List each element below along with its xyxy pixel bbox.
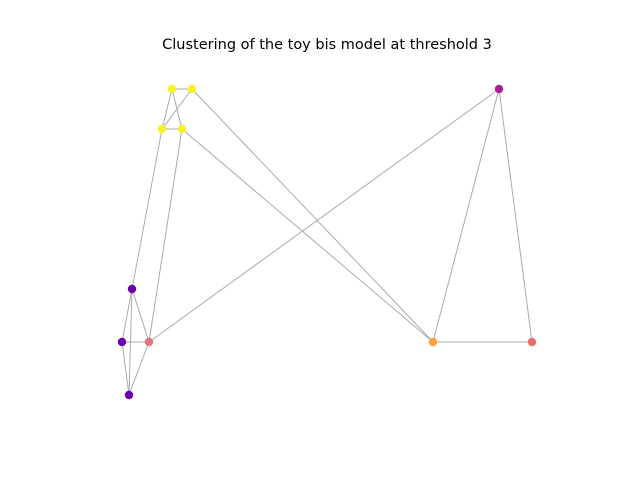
- graph-node-s1: [144, 337, 154, 347]
- graph-node-y2: [187, 84, 197, 94]
- graph-edge-p1-s1: [131, 288, 150, 343]
- graph-edge-y1-y3: [161, 88, 173, 130]
- graph-node-o1: [428, 337, 438, 347]
- graph-edge-y3-p1: [131, 128, 163, 290]
- graph-edge-y4-s1: [148, 128, 183, 343]
- graph-edge-s1-p3: [128, 341, 150, 396]
- figure-title: Clustering of the toy bis model at thres…: [162, 37, 492, 53]
- graph-node-y3: [157, 124, 167, 134]
- graph-edge-m1-o1: [432, 88, 500, 343]
- graph-edge-y4-o1: [181, 128, 434, 343]
- graph-node-p1: [127, 284, 137, 294]
- graph-node-p2: [117, 337, 127, 347]
- graph-edge-m1-r1: [498, 88, 533, 343]
- graph-edge-m1-s1: [148, 88, 500, 343]
- graph-node-y4: [177, 124, 187, 134]
- graph-edge-p2-p3: [121, 341, 130, 396]
- graph-node-y1: [167, 84, 177, 94]
- graph-edge-p1-p2: [121, 288, 133, 343]
- graph-node-r1: [527, 337, 537, 347]
- graph-edge-y2-y3: [161, 88, 193, 130]
- edges-layer: [121, 88, 533, 396]
- nodes-layer: [117, 84, 537, 400]
- graph-node-m1: [494, 84, 504, 94]
- graph-edge-y2-o1: [191, 88, 434, 343]
- graph-node-p3: [124, 390, 134, 400]
